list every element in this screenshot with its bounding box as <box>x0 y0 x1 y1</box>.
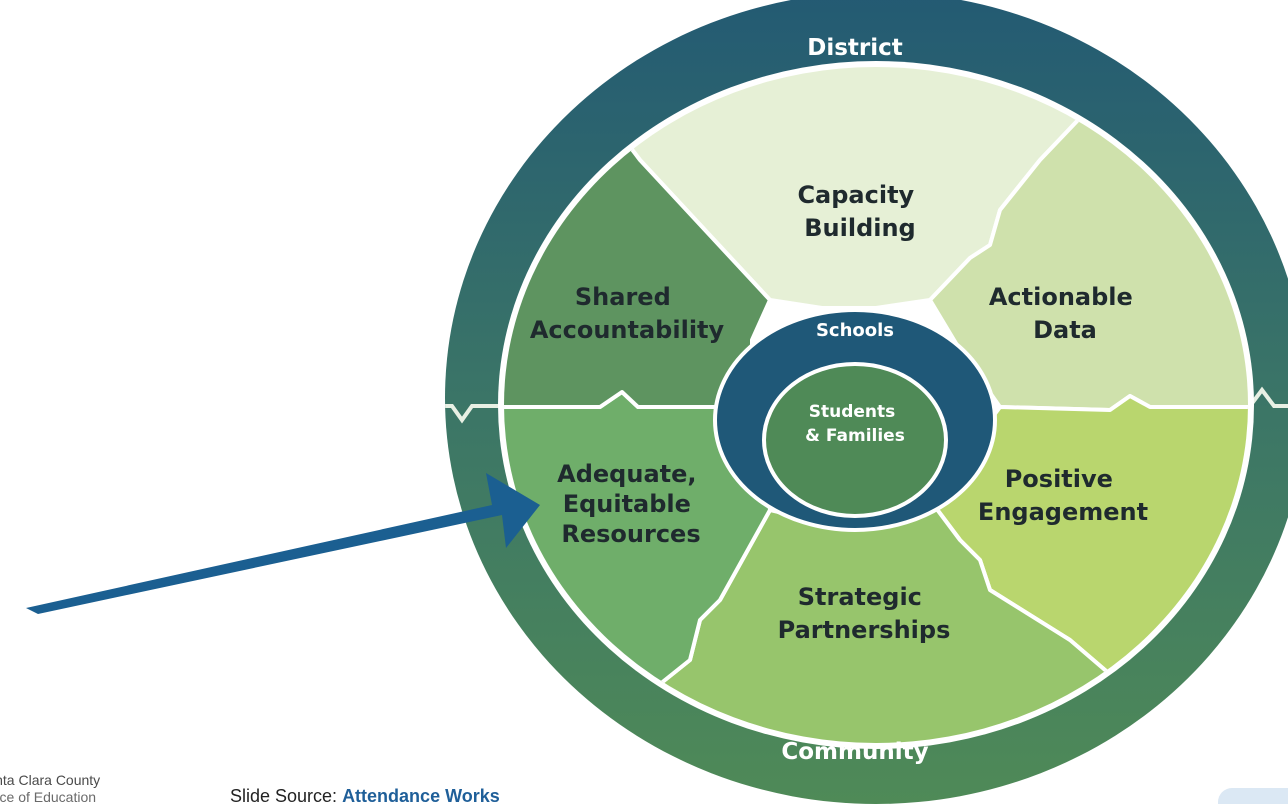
slide-source: Slide Source: Attendance Works <box>230 786 500 804</box>
adequate-equitable-resources-label: Adequate, Equitable Resources <box>557 460 705 548</box>
corner-decoration <box>1218 788 1288 804</box>
org-name-line-1: Santa Clara County <box>0 772 101 788</box>
center-line-2: & Families <box>805 426 905 446</box>
org-name-line-2: Office of Education <box>0 789 97 804</box>
adequate-resources-line-3: Resources <box>561 520 700 548</box>
adequate-resources-line-1: Adequate, <box>557 460 696 488</box>
shared-accountability-line-1: Shared <box>575 283 671 311</box>
capacity-building-line-2: Building <box>804 214 916 242</box>
actionable-data-line-1: Actionable <box>989 283 1133 311</box>
actionable-data-line-2: Data <box>1033 316 1097 344</box>
strategic-partnerships-label: Strategic Partnerships <box>778 583 951 644</box>
capacity-building-line-1: Capacity <box>797 181 914 209</box>
center-line-1: Students <box>809 402 896 422</box>
positive-engagement-label: Positive Engagement <box>978 465 1148 526</box>
community-label: Community <box>781 739 928 765</box>
capacity-building-label: Capacity Building <box>797 181 922 242</box>
segments-group <box>504 67 1248 743</box>
shared-accountability-label: Shared Accountability <box>530 283 725 344</box>
center-circle[interactable] <box>762 362 948 518</box>
pointer-arrow <box>26 473 540 614</box>
strategic-partnerships-line-1: Strategic <box>798 583 922 611</box>
shared-accountability-line-2: Accountability <box>530 316 725 344</box>
positive-engagement-line-1: Positive <box>1005 465 1113 493</box>
positive-engagement-line-2: Engagement <box>978 498 1148 526</box>
schools-label: Schools <box>816 320 894 341</box>
slide-source-link[interactable]: Attendance Works <box>342 786 500 804</box>
actionable-data-label: Actionable Data <box>989 283 1141 344</box>
district-label: District <box>807 35 903 61</box>
strategic-partnerships-line-2: Partnerships <box>778 616 951 644</box>
org-logo-text: Santa Clara County Office of Education <box>0 772 140 804</box>
center-label: Students & Families <box>805 402 905 446</box>
slide-source-prefix: Slide Source: <box>230 786 343 804</box>
adequate-resources-line-2: Equitable <box>563 490 691 518</box>
